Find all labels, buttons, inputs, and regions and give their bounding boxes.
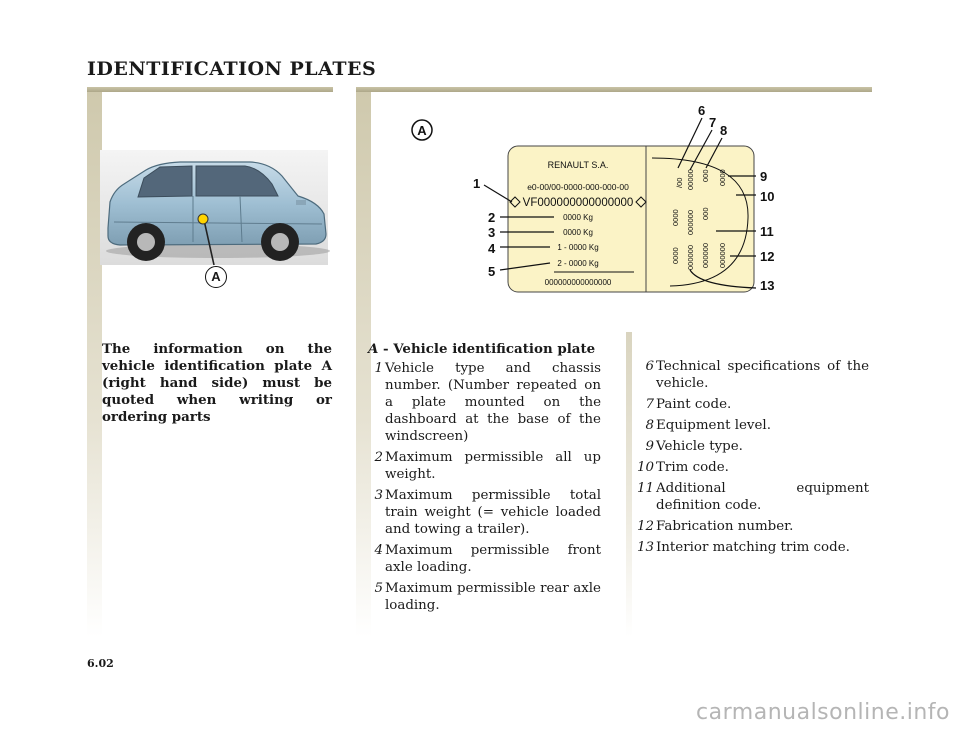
plate-approval: e0-00/00-0000-000-000-00 [527,182,629,192]
legend-item-number: 2 [374,450,383,465]
legend-item-number: 4 [374,543,383,558]
legend-item-text: Maximum permissible all up weight. [385,450,601,482]
plate-code-7: 000 [701,207,710,220]
plate-marker-label: A [417,123,427,138]
callout-12: 12 [760,249,774,264]
plate-brand: RENAULT S.A. [548,160,609,170]
plate-weight-2: 0000 Kg [563,228,593,237]
plate-weight-4: 2 - 0000 Kg [557,259,598,268]
plate-code-11: 000000 [718,243,727,268]
callout-4: 4 [488,241,496,256]
legend-item-text: Interior matching trim code. [656,540,850,555]
callout-7: 7 [709,115,716,130]
plate-code-6: 000000 [686,210,695,235]
legend-item-text: Maximum permissible rear axle loading. [385,581,601,613]
plate-code-3: 000 [701,169,710,182]
legend-item-text: Maximum permissible total train weight (… [385,488,601,537]
left-margin-bar [87,92,102,637]
plate-code-4: 0000 [718,169,727,186]
plate-vin: VF000000000000000 [523,197,634,209]
plate-code-5: 0000 [671,209,680,226]
plate-note: The information on the vehicle identific… [102,341,332,425]
callout-13: 13 [760,278,774,293]
right-column-bar [626,332,632,637]
plate-code-1: /00 [675,178,684,188]
callout-8: 8 [720,123,727,138]
right-header-rule [356,87,872,92]
plate-code-10: 000000 [701,243,710,268]
legend-heading-text: - Vehicle identification plate [378,341,596,357]
legend-item-number: 6 [645,359,654,374]
left-header-rule [87,87,333,92]
car-marker-label: A [211,269,221,284]
plate-code-9: 000000 [686,245,695,270]
page-title: IDENTIFICATION PLATES [87,58,377,80]
callout-2: 2 [488,210,495,225]
callout-9: 9 [760,169,767,184]
legend-item-number: 12 [636,519,654,534]
legend-heading-letter: A [368,341,379,357]
legend-item-number: 11 [636,481,654,496]
legend-item-text: Paint code. [656,397,732,412]
legend-item-number: 10 [636,460,654,475]
legend-item-number: 3 [374,488,383,503]
legend-item-text: Vehicle type and chassis number. (Number… [385,361,601,444]
callout-11: 11 [760,224,774,239]
legend-item-number: 8 [645,418,654,433]
legend-heading: A - Vehicle identification plate [356,341,601,358]
legend-item-number: 13 [636,540,654,555]
legend-item-text: Trim code. [656,460,729,475]
callout-1: 1 [473,176,480,191]
legend-item-text: Maximum permissible front axle loading. [385,543,601,575]
legend-item-number: 9 [645,439,654,454]
legend-item-number: 1 [374,361,383,376]
watermark[interactable]: carmanualsonline.info [696,700,950,725]
legend-item-text: Equipment level. [656,418,771,433]
legend-item-text: Technical specifications of the vehicle. [656,359,869,391]
legend-item-text: Additional equipment definition code. [656,481,869,513]
plate-fabrication: 000000000000000 [545,278,612,287]
legend-item-number: 5 [374,581,383,596]
plate-code-2: 00000 [686,169,695,190]
plate-code-8: 0000 [671,247,680,264]
legend-item-number: 7 [645,397,654,412]
plate-weight-1: 0000 Kg [563,213,593,222]
center-margin-bar [356,92,371,637]
callout-3: 3 [488,225,495,240]
callout-5: 5 [488,264,495,279]
car-marker-a: A [205,266,227,288]
page-number: 6.02 [87,657,114,670]
legend-item-text: Fabrication number. [656,519,794,534]
identification-plate-diagram: A RENAULT S.A. e0-00/00-0000-000-000-00 … [411,103,774,293]
car-illustration [100,150,330,266]
callout-10: 10 [760,189,774,204]
callout-6: 6 [698,103,705,118]
plate-weight-3: 1 - 0000 Kg [557,243,598,252]
legend-item-text: Vehicle type. [656,439,743,454]
